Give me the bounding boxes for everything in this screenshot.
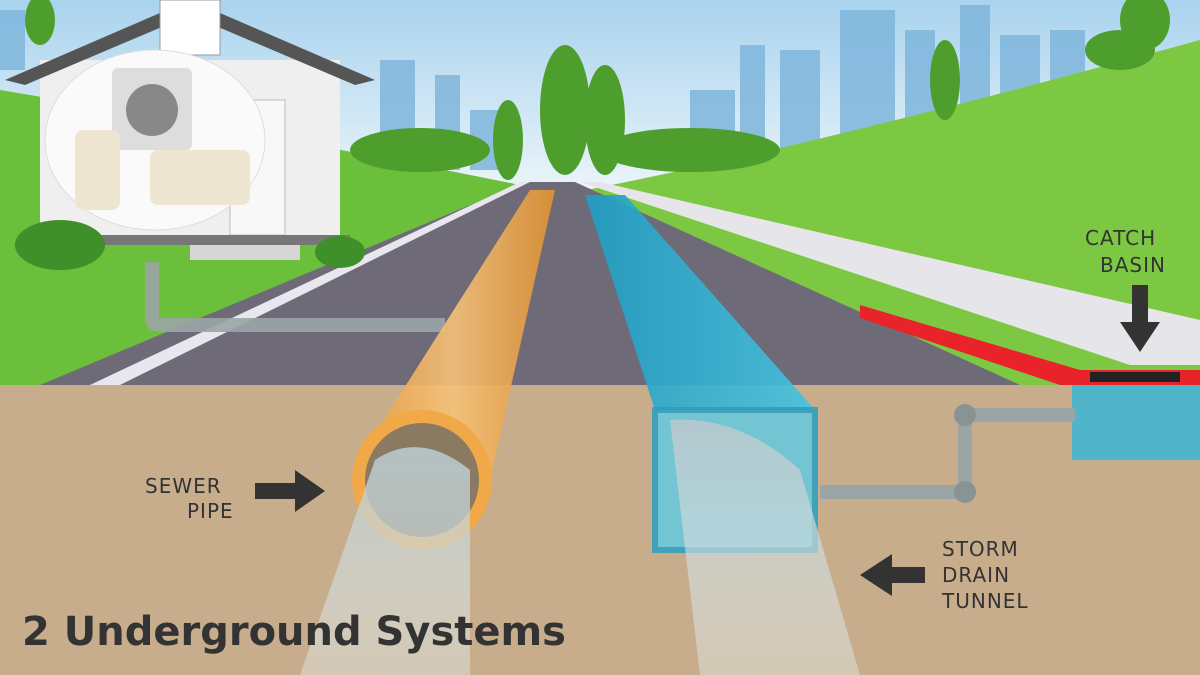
arrow-down-icon bbox=[1120, 285, 1160, 352]
trees bbox=[25, 0, 1170, 180]
catch-basin-label-line1: CATCH bbox=[1085, 226, 1156, 250]
arrow-left-icon bbox=[860, 554, 925, 596]
sewer-pipe-label-line1: SEWER bbox=[145, 474, 222, 498]
catch-basin bbox=[820, 385, 1200, 503]
catch-basin-grate bbox=[1090, 372, 1180, 382]
road-line bbox=[90, 182, 530, 385]
sewer-water bbox=[300, 447, 470, 675]
sewer-pipe bbox=[300, 190, 555, 675]
sidewalk bbox=[580, 182, 1200, 365]
sewer-pipe-label-line2: PIPE bbox=[187, 499, 234, 523]
storm-water bbox=[670, 419, 860, 675]
storm-drain-label-line3: TUNNEL bbox=[941, 589, 1029, 613]
arrow-right-icon bbox=[255, 470, 325, 512]
diagram-title: 2 Underground Systems bbox=[22, 609, 566, 655]
house-drain-pipe bbox=[145, 262, 445, 332]
storm-drain-tunnel bbox=[585, 195, 860, 675]
house bbox=[5, 0, 375, 270]
catch-basin-label-line2: BASIN bbox=[1100, 253, 1166, 277]
storm-drain-label-line1: STORM bbox=[942, 537, 1019, 561]
storm-drain-label-line2: DRAIN bbox=[942, 563, 1010, 587]
ground bbox=[0, 385, 1200, 675]
